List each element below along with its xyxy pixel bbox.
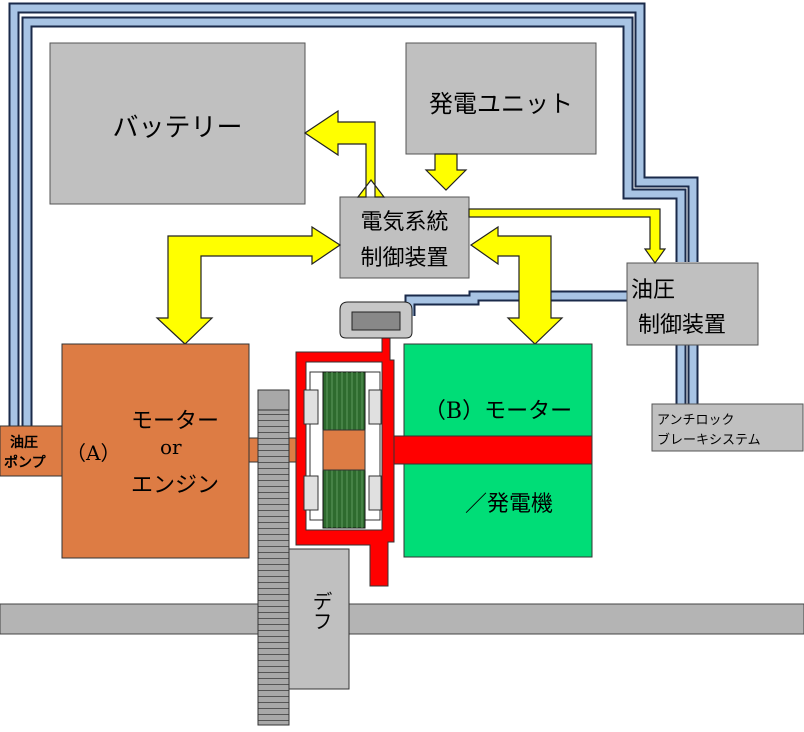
abs-label-line2: ブレーキシステム [657, 433, 761, 448]
differential-block [288, 548, 350, 690]
motor-b-label-line2: ／発電機 [465, 492, 554, 517]
hydraulic-control-block [626, 262, 759, 346]
pinion-gear [257, 389, 290, 411]
clutch-pack-upper [322, 371, 366, 437]
motor-b-shaft [392, 435, 593, 465]
battery-block [49, 42, 306, 205]
generator-unit-block [405, 42, 597, 155]
motor-a-label-line3: エンジン [131, 473, 220, 498]
motor-a-label-line2: or [160, 435, 182, 459]
arrow-control-to-motor-b [469, 225, 564, 345]
motor-a-tag: （A） [66, 441, 121, 465]
arrow-control-to-motor-a [155, 225, 342, 345]
motor-a-block [61, 343, 250, 559]
oil-pump-label-line1: 油圧 [10, 435, 38, 451]
power-flow-arrows [155, 109, 667, 345]
electric-control-label-line2: 制御装置 [360, 246, 449, 271]
hydraulic-lines [8, 2, 699, 432]
clutch-side-right-bottom [368, 475, 382, 511]
ring-gear [257, 389, 290, 726]
differential-label: デフ [309, 591, 333, 631]
motor-b-label-line1: （B）モーター [423, 399, 573, 424]
battery-label: バッテリー [112, 113, 243, 143]
clutch-side-left-bottom [303, 475, 319, 511]
oil-pump-block [0, 425, 63, 477]
axle-shaft [0, 603, 804, 635]
oil-pump-label-line2: ポンプ [4, 455, 46, 471]
hydraulic-control-label-line2: 制御装置 [638, 313, 727, 338]
clutch-side-left-top [303, 389, 319, 425]
arrow-control-to-hydraulic [468, 208, 667, 265]
clutch-side-right-top [368, 389, 382, 425]
electric-control-label-line1: 電気系統 [360, 210, 449, 235]
clutch-hub [322, 429, 366, 471]
motor-a-label-line1: モーター [131, 409, 220, 434]
abs-block [651, 403, 804, 452]
clutch-pack-lower [322, 463, 366, 529]
clutch-plate-lines [326, 372, 363, 528]
generator-unit-label: 発電ユニット [429, 90, 573, 118]
electric-control-block [339, 196, 470, 279]
arrow-generator-to-control [424, 153, 468, 191]
hydraulic-control-label-line1: 油圧 [631, 278, 676, 303]
cap-inner [351, 311, 401, 331]
arrow-control-to-battery [303, 109, 386, 198]
abs-label-line1: アンチロック [657, 413, 735, 428]
